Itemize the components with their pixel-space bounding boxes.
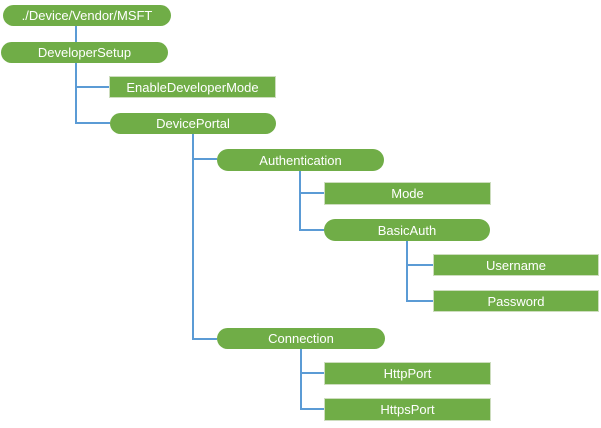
node-username: Username bbox=[433, 254, 599, 276]
node-device-portal: DevicePortal bbox=[110, 113, 276, 134]
node-authentication: Authentication bbox=[217, 149, 384, 171]
node-enable-developer-mode: EnableDeveloperMode bbox=[109, 76, 276, 98]
connector-line bbox=[192, 158, 217, 160]
node-root: ./Device/Vendor/MSFT bbox=[3, 5, 171, 26]
connector-line bbox=[299, 171, 301, 231]
node-basic-auth: BasicAuth bbox=[324, 219, 490, 241]
connector-line bbox=[300, 349, 302, 410]
node-connection: Connection bbox=[217, 328, 385, 349]
connector-line bbox=[300, 408, 324, 410]
connector-line bbox=[406, 300, 433, 302]
node-https-port: HttpsPort bbox=[324, 398, 491, 421]
node-http-port: HttpPort bbox=[324, 362, 491, 385]
connector-line bbox=[192, 134, 194, 340]
connector-line bbox=[299, 229, 324, 231]
connector-line bbox=[406, 264, 433, 266]
connector-line bbox=[75, 63, 77, 124]
connector-line bbox=[192, 338, 217, 340]
connector-line bbox=[75, 86, 109, 88]
connector-line bbox=[406, 241, 408, 302]
node-mode: Mode bbox=[324, 182, 491, 205]
connector-line bbox=[75, 26, 77, 42]
connector-line bbox=[299, 192, 324, 194]
node-password: Password bbox=[433, 290, 599, 312]
connector-line bbox=[75, 122, 110, 124]
node-developer-setup: DeveloperSetup bbox=[1, 42, 168, 63]
connector-line bbox=[300, 372, 324, 374]
